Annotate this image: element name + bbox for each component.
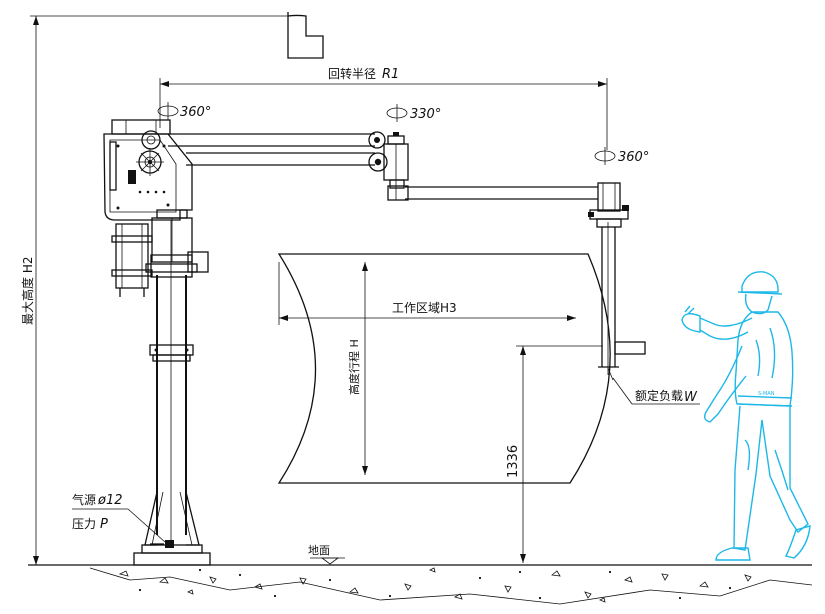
rated-load-callout: 额定负载 W (612, 377, 700, 405)
air-source-callout: 气源 ø12 压力 P (72, 492, 166, 543)
dimension-1336: 1336 (506, 345, 603, 563)
max-height-dimension: 最大高度 H2 (20, 12, 324, 565)
max-height-label: 最大高度 H2 (20, 257, 35, 325)
stroke-height-dimension: 高度行程 H (347, 262, 368, 475)
pressure-label: 压力 (72, 517, 96, 531)
rotation-radius-label: 回转半径 (328, 66, 376, 81)
rotation-end-label: 360° (618, 150, 649, 165)
workpiece-sheet (277, 253, 611, 484)
head-assembly (103, 119, 209, 297)
pillar-column (133, 220, 211, 566)
rotation-base-symbol: 360° (157, 102, 211, 120)
rotation-base-label: 360° (180, 105, 211, 120)
air-source-symbol: ø12 (97, 493, 123, 508)
work-area-label: 工作区域H3 (392, 301, 457, 315)
ground-label: 地面 (308, 544, 330, 557)
air-source-label: 气源 (72, 492, 96, 507)
rated-load-label: 额定负载 (635, 388, 683, 403)
operator-badge: S-MAN (758, 391, 775, 397)
tool-shaft (598, 222, 646, 381)
pressure-symbol: P (100, 517, 108, 532)
operator-figure: S-MAN (681, 271, 811, 561)
secondary-arm (387, 182, 629, 228)
rotation-mid-label: 330° (410, 107, 441, 122)
rotation-radius-symbol: R1 (382, 67, 399, 82)
work-area-dimension: 工作区域H3 (278, 262, 576, 325)
rotation-end-symbol: 360° (594, 147, 649, 165)
stroke-height-label: 高度行程 H (347, 339, 361, 395)
rotation-radius-dimension: 回转半径 R1 (159, 66, 608, 150)
primary-arm (168, 131, 409, 200)
dimension-1336-label: 1336 (506, 445, 521, 478)
rated-load-symbol: W (684, 390, 698, 405)
rotation-mid-symbol: 330° (386, 104, 441, 122)
